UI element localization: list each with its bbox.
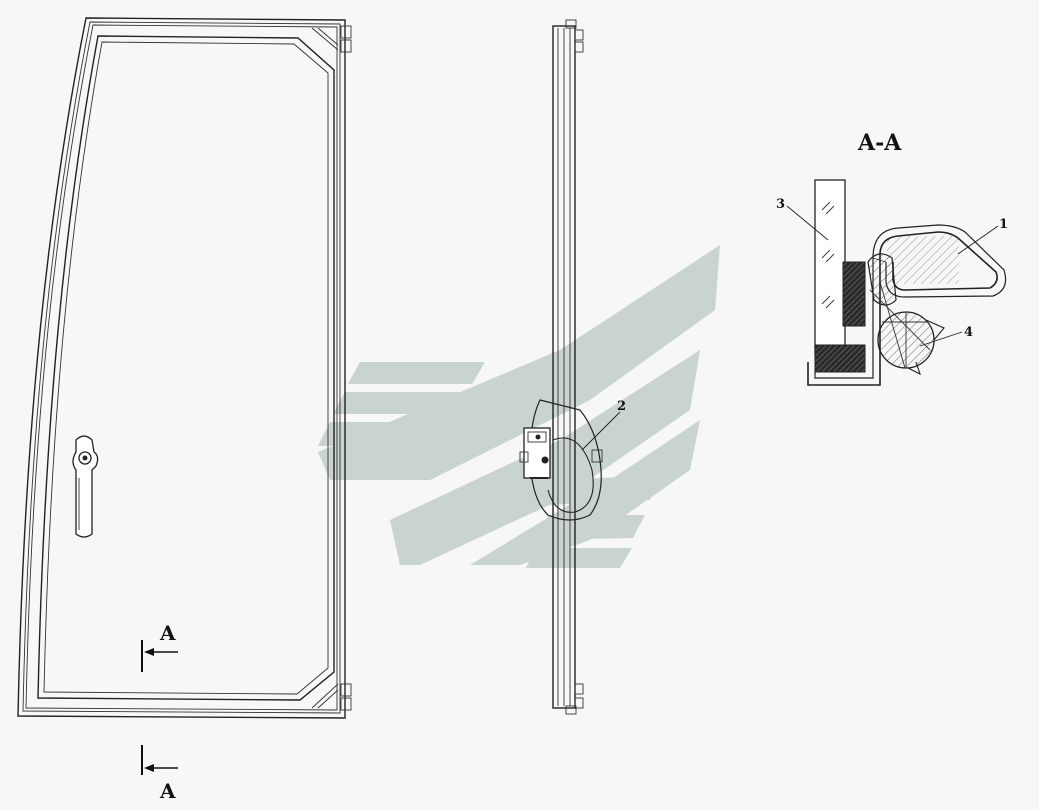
section-aa-detail <box>807 179 1007 386</box>
door-side-view <box>552 19 584 715</box>
lock-bracket-icon <box>519 399 603 521</box>
door-front-view <box>17 17 352 719</box>
hinge-top-upper <box>340 25 352 39</box>
callout-4: 4 <box>919 325 973 347</box>
section-mark-bottom: A <box>141 745 178 803</box>
callout-2: 2 <box>581 399 626 451</box>
door-handle-icon <box>72 435 99 538</box>
brand-watermark-logo <box>318 245 720 568</box>
callout-1: 1 <box>957 217 1008 255</box>
hinge-bottom-upper <box>340 683 352 697</box>
callout-3: 3 <box>776 197 829 241</box>
section-mark-top: A <box>141 621 178 672</box>
section-letter-bottom: A <box>159 779 176 803</box>
glass-pane <box>814 179 846 356</box>
hinge-bottom-lower <box>340 697 352 711</box>
callout-label-4: 4 <box>964 325 973 340</box>
callout-label-3: 3 <box>776 197 785 212</box>
seal-strip <box>842 261 866 327</box>
section-title: A-A <box>857 130 902 156</box>
callout-label-2: 2 <box>617 399 626 414</box>
callout-label-1: 1 <box>999 217 1008 232</box>
section-letter-top: A <box>159 621 176 645</box>
hinge-top-lower <box>340 39 352 53</box>
